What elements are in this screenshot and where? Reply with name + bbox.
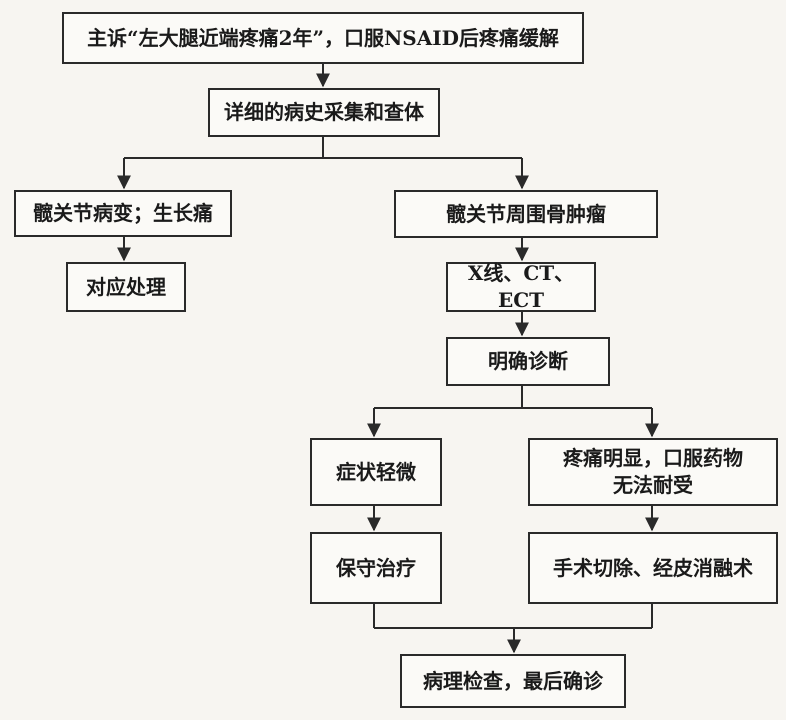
surgery-text: 手术切除、经皮消融术: [553, 555, 753, 580]
pathology-box: 病理检查，最后确诊: [400, 654, 626, 708]
bone-tumor-text: 髋关节周围骨肿瘤: [446, 201, 606, 226]
severe-pain-box: 疼痛明显，口服药物 无法耐受: [528, 438, 778, 506]
definite-diagnosis-box: 明确诊断: [446, 337, 610, 386]
corresponding-treatment-text: 对应处理: [86, 274, 166, 299]
surgery-box: 手术切除、经皮消融术: [528, 532, 778, 604]
mild-symptoms-text: 症状轻微: [336, 459, 416, 484]
history-exam-box: 详细的病史采集和查体: [208, 88, 440, 137]
definite-diagnosis-text: 明确诊断: [488, 349, 568, 373]
mild-symptoms-box: 症状轻微: [310, 438, 442, 506]
hip-growth-pain-box: 髋关节病变；生长痛: [14, 190, 232, 237]
chief-complaint-box: 主诉“左大腿近端疼痛2年”，口服NSAID后疼痛缓解: [62, 12, 584, 64]
bone-tumor-box: 髋关节周围骨肿瘤: [394, 190, 658, 238]
severe-pain-line2: 无法耐受: [613, 473, 693, 497]
pathology-text: 病理检查，最后确诊: [423, 668, 603, 693]
history-exam-text: 详细的病史采集和查体: [224, 100, 424, 124]
imaging-text: X线、CT、ECT: [467, 261, 575, 312]
chief-complaint-text: 主诉“左大腿近端疼痛2年”，口服NSAID后疼痛缓解: [87, 25, 559, 50]
hip-growth-pain-text: 髋关节病变；生长痛: [33, 201, 213, 225]
corresponding-treatment-box: 对应处理: [66, 262, 186, 312]
conservative-treatment-text: 保守治疗: [336, 555, 416, 580]
imaging-box: X线、CT、ECT: [446, 261, 596, 312]
conservative-treatment-box: 保守治疗: [310, 532, 442, 604]
severe-pain-line1: 疼痛明显，口服药物: [563, 446, 743, 470]
